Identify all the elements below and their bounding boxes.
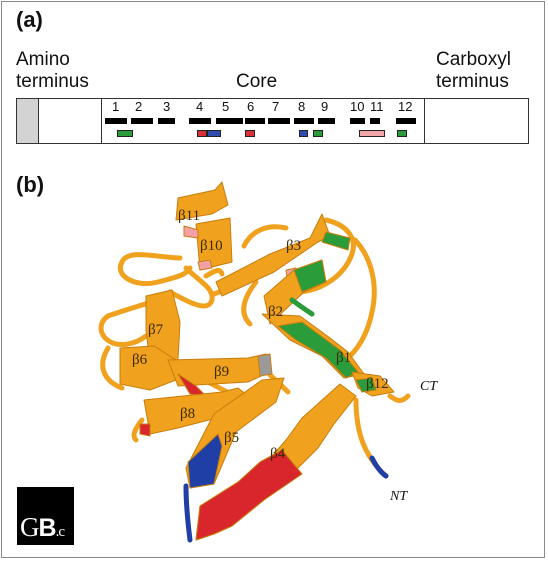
colored-coil-segments (183, 297, 389, 543)
label-beta2: β2 (268, 304, 283, 320)
label-beta9: β9 (214, 364, 229, 380)
blue-segment (187, 433, 223, 489)
strand-number: 4 (196, 99, 204, 114)
strand-number: 2 (135, 99, 143, 114)
loop (387, 393, 411, 403)
label-beta12: β12 (366, 376, 389, 392)
strand-bar-7 (268, 118, 290, 124)
strand-number: 1 (112, 99, 120, 114)
strand-number: 8 (298, 99, 306, 114)
loop (117, 252, 193, 286)
strand-bar-12 (396, 118, 416, 124)
loop (297, 217, 356, 295)
nt-tail (353, 397, 389, 479)
label-beta10: β10 (200, 238, 223, 254)
green-segment (289, 297, 315, 317)
strand-beta11 (175, 181, 229, 221)
ct-label: CT (420, 379, 438, 394)
loop (100, 345, 125, 391)
beta-strands (119, 181, 395, 541)
loop (203, 267, 225, 279)
label-beta8: β8 (180, 406, 195, 422)
blue-residue-mark (207, 130, 221, 137)
label-beta3: β3 (286, 238, 301, 254)
pink-residue-mark (359, 130, 385, 137)
strand-number: 10 (350, 99, 365, 114)
strand-labels: β1 β2 β3 β4 β5 β6 β7 β8 β9 β10 β11 β12 (132, 208, 389, 462)
green-residue-mark (397, 130, 407, 137)
logo-text-g: G (20, 512, 39, 542)
strand-bar-9 (318, 118, 335, 124)
green-segment (293, 259, 327, 293)
logo-text-b: B (38, 514, 57, 542)
strand-bar-2 (131, 118, 153, 124)
loop (241, 279, 259, 327)
strand-number: 6 (247, 99, 255, 114)
green-residue-mark (117, 130, 133, 137)
green-residue-mark (313, 130, 323, 137)
red-segment (139, 423, 151, 437)
pink-segment (197, 259, 213, 271)
label-beta11: β11 (178, 208, 200, 224)
loop (347, 237, 377, 359)
label-beta4: β4 (270, 446, 286, 462)
core-end-divider (424, 99, 425, 143)
core-label: Core (236, 71, 278, 92)
loop (241, 224, 289, 249)
panel-b-label: (b) (16, 172, 45, 197)
strand-bar-5 (216, 118, 243, 124)
carboxyl-terminus-label-line1: Carboxyl (436, 49, 511, 70)
loop (98, 292, 175, 347)
loop (131, 417, 145, 443)
amino-terminus-region (17, 99, 39, 143)
amino-terminus-label-line2: terminus (16, 71, 89, 92)
red-segment (195, 449, 303, 541)
logo-text-c: .c (55, 524, 65, 540)
strand-bar-8 (294, 118, 314, 124)
gb-logo-text: GB.c (20, 512, 65, 543)
core-start-divider (101, 99, 102, 143)
grey-segment (257, 353, 273, 377)
gb-logo: GB.c (17, 487, 74, 545)
strand-bar-3 (158, 118, 175, 124)
blue-segment (183, 483, 193, 543)
green-segment (355, 377, 377, 393)
strand-number: 5 (222, 99, 230, 114)
amino-terminus-label-line1: Amino (16, 49, 70, 70)
label-beta5: β5 (224, 430, 239, 446)
strand-number: 9 (321, 99, 329, 114)
nt-label: NT (389, 489, 408, 504)
blue-residue-mark (299, 130, 308, 137)
blue-segment (369, 455, 389, 479)
pink-segment (183, 225, 199, 239)
carboxyl-terminus-label-line2: terminus (436, 71, 509, 92)
strand-number: 7 (272, 99, 280, 114)
domain-architecture-box (16, 98, 529, 144)
strand-bar-1 (105, 118, 127, 124)
red-residue-mark (197, 130, 207, 137)
panel-a-label: (a) (16, 7, 43, 32)
strand-bar-6 (245, 118, 265, 124)
label-beta1: β1 (336, 350, 351, 366)
strand-number: 3 (163, 99, 171, 114)
label-beta6: β6 (132, 352, 148, 368)
strand-bar-10 (350, 118, 365, 124)
green-segment (277, 321, 359, 379)
strand-bar-4 (189, 118, 211, 124)
strand-beta10 (195, 217, 233, 271)
strand-bar-11 (370, 118, 380, 124)
terminus-labels: CT NT (389, 379, 438, 504)
green-segment (321, 231, 351, 251)
strand-number: 12 (398, 99, 413, 114)
strand-number: 11 (370, 99, 384, 114)
loop (167, 265, 215, 309)
red-residue-mark (245, 130, 255, 137)
label-beta7: β7 (148, 322, 164, 338)
